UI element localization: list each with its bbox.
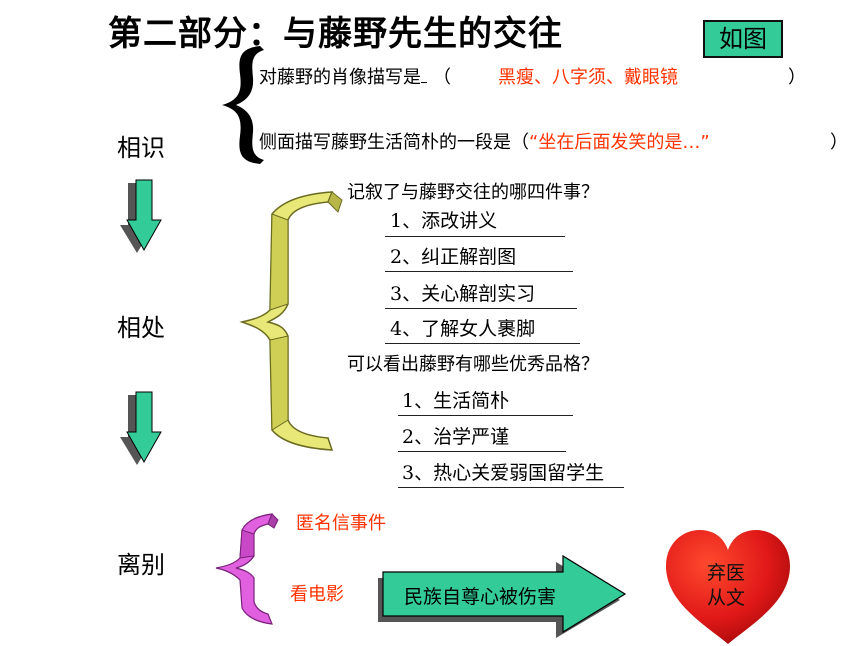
quality-item: 1、生活简朴 — [402, 390, 510, 412]
magenta-brace-icon — [215, 513, 279, 625]
down-arrow-icon — [120, 179, 162, 253]
section-label-libie: 离别 — [117, 551, 165, 579]
black-brace-icon — [222, 46, 264, 164]
divider — [385, 343, 580, 344]
event-item: 1、添改讲义 — [390, 210, 498, 232]
portrait-question: 对藤野的肖像描写是 （ — [259, 63, 451, 89]
down-arrow-icon — [120, 391, 162, 465]
cause-watching-film: 看电影 — [290, 584, 344, 605]
figure-button[interactable]: 如图 — [703, 20, 783, 58]
divider — [385, 271, 573, 272]
side-prefix: 侧面描写藤野生活简朴的一段是（ — [259, 132, 529, 153]
portrait-open: （ — [433, 67, 451, 88]
section-label-xiangchu: 相处 — [117, 314, 165, 342]
portrait-answer: 黑瘦、八字须、戴眼镜 — [498, 67, 678, 88]
portrait-close: ） — [788, 67, 806, 88]
heart-text-line1: 弃医 — [707, 562, 746, 584]
divider — [398, 415, 573, 416]
divider — [398, 451, 566, 452]
arrow-label: 民族自尊心被伤害 — [404, 586, 557, 608]
cause-anonymous-letter: 匿名信事件 — [296, 513, 386, 534]
portrait-prefix: 对藤野的肖像描写是 — [259, 67, 421, 88]
event-item: 4、了解女人裹脚 — [390, 318, 536, 340]
events-question: 记叙了与藤野交往的哪四件事？ — [347, 182, 599, 203]
quality-item: 3、热心关爱弱国留学生 — [402, 462, 605, 484]
heart-text-line2: 从文 — [707, 587, 746, 609]
side-close: ） — [830, 132, 848, 153]
divider — [398, 487, 624, 488]
page-title: 第二部分：与藤野先生的交往 — [108, 14, 563, 54]
divider — [385, 308, 577, 309]
heart-icon — [666, 530, 790, 644]
event-item: 3、关心解剖实习 — [390, 283, 536, 305]
qualities-question: 可以看出藤野有哪些优秀品格？ — [347, 354, 599, 375]
event-item: 2、纠正解剖图 — [390, 246, 517, 268]
side-answer: “坐在后面发笑的是…” — [529, 132, 710, 153]
yellow-brace-icon — [239, 191, 343, 451]
divider — [385, 236, 565, 237]
quality-item: 2、治学严谨 — [402, 426, 510, 448]
right-arrow-icon — [378, 554, 627, 638]
section-label-xiangshi: 相识 — [117, 134, 165, 162]
side-description-question: 侧面描写藤野生活简朴的一段是（“坐在后面发笑的是…” — [259, 128, 710, 154]
